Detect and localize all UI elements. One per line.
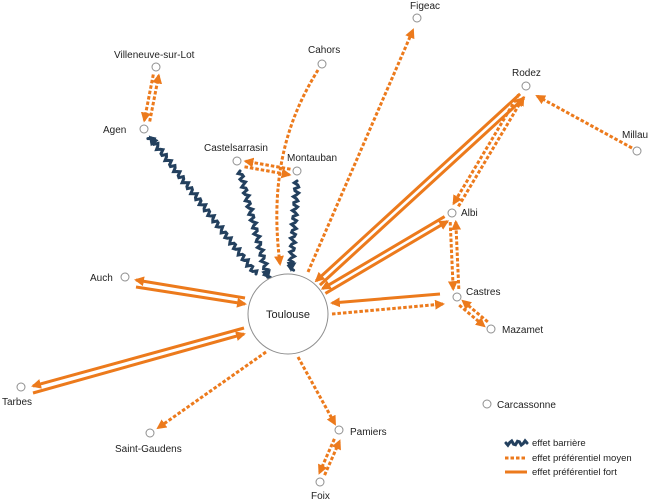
- link-rodez-albi-out: [452, 93, 520, 206]
- city-marker: [452, 292, 462, 302]
- city-marker: [145, 428, 155, 438]
- link-barrier-castelsarrasin-toulouse: [235, 169, 272, 279]
- city-label: Tarbes: [2, 397, 32, 408]
- link-tarbes-toulouse: [32, 331, 246, 395]
- city-label: Auch: [90, 273, 113, 284]
- city-marker: [486, 324, 496, 334]
- link-albi-toulouse-back: [324, 220, 450, 295]
- city-marker: [317, 59, 327, 69]
- city-label: Albi: [461, 208, 478, 219]
- legend-label: effet barrière: [532, 438, 586, 449]
- city-marker: [315, 477, 325, 487]
- link-toulouse-pamiers: [296, 356, 337, 426]
- city-label: Agen: [103, 125, 126, 136]
- city-node-pamiers: Pamiers: [334, 425, 387, 438]
- city-marker: [139, 124, 149, 134]
- link-castelsarrasin-montauban-out: [244, 165, 292, 179]
- link-toulouse-auch: [134, 276, 246, 300]
- city-node-saint-gaudens: Saint-Gaudens: [115, 428, 182, 455]
- city-node-tarbes: Tarbes: [2, 382, 32, 408]
- link-castres-mazamet-out: [458, 303, 486, 328]
- city-node-castelsarrasin: Castelsarrasin: [204, 143, 268, 166]
- link-pamiers-foix-back: [323, 439, 341, 476]
- city-marker: [632, 146, 642, 156]
- link-toulouse-saint-gaudens: [156, 350, 267, 430]
- legend-label: effet préférentiel moyen: [532, 453, 632, 464]
- city-node-auch: Auch: [90, 272, 130, 284]
- link-castres-mazamet-back: [461, 299, 489, 324]
- city-node-rodez: Rodez: [512, 68, 541, 91]
- city-label: Montauban: [287, 153, 337, 164]
- city-marker: [292, 166, 302, 176]
- center-node-circle: [247, 273, 329, 355]
- city-label: Saint-Gaudens: [115, 444, 182, 455]
- legend-item-strong: effet préférentiel fort: [505, 467, 617, 478]
- flow-links: [31, 28, 633, 476]
- city-node-figeac: Figeac: [410, 1, 440, 23]
- link-villeneuve-agen-out: [140, 74, 155, 123]
- link-barrier-montauban-toulouse: [286, 179, 302, 272]
- city-node-albi: Albi: [447, 208, 478, 219]
- link-rodez-albi-back: [457, 95, 525, 208]
- center-node: Toulouse: [247, 273, 329, 355]
- city-label: Pamiers: [350, 427, 387, 438]
- legend: effet barrière effet préférentiel moyen …: [504, 438, 632, 478]
- city-marker: [232, 156, 242, 166]
- link-barrier-castelsarrasin-toulouse-head: [261, 269, 271, 280]
- city-marker: [151, 62, 161, 72]
- center-node-label: Toulouse: [266, 309, 310, 321]
- link-barrier-toulouse-agen-head: [148, 135, 159, 147]
- legend-label: effet préférentiel fort: [532, 467, 617, 478]
- city-marker: [120, 272, 130, 282]
- city-node-cahors: Cahors: [308, 45, 340, 69]
- link-castres-toulouse: [330, 292, 441, 308]
- city-label: Rodez: [512, 68, 541, 79]
- city-label: Foix: [311, 491, 330, 502]
- city-marker: [334, 425, 344, 435]
- link-millau-rodez: [535, 94, 633, 150]
- link-auch-toulouse: [135, 285, 247, 308]
- link-albi-castres-out: [447, 222, 458, 292]
- city-node-millau: Millau: [622, 130, 648, 156]
- city-label: Castelsarrasin: [204, 143, 268, 154]
- legend-item-medium: effet préférentiel moyen: [505, 453, 632, 464]
- city-marker: [521, 81, 531, 91]
- city-node-mazamet: Mazamet: [486, 324, 543, 336]
- link-albi-castres-back: [451, 219, 462, 289]
- link-cahors-toulouse: [274, 69, 320, 266]
- link-albi-toulouse-out: [320, 215, 446, 290]
- city-label: Mazamet: [502, 325, 543, 336]
- city-label: Carcassonne: [497, 400, 556, 411]
- city-node-villeneuve: Villeneuve-sur-Lot: [114, 50, 195, 72]
- city-marker: [16, 382, 26, 392]
- link-barrier-toulouse-agen: [146, 136, 259, 276]
- link-rodez-toulouse-back: [318, 96, 526, 287]
- city-node-montauban: Montauban: [287, 153, 337, 176]
- link-villeneuve-agen-back: [148, 73, 163, 122]
- link-toulouse-tarbes: [31, 326, 245, 389]
- city-marker: [447, 208, 457, 218]
- city-label: Millau: [622, 130, 648, 141]
- link-toulouse-castres: [331, 299, 445, 316]
- city-marker: [412, 13, 422, 23]
- city-label: Villeneuve-sur-Lot: [114, 50, 195, 61]
- city-label: Castres: [466, 287, 500, 298]
- legend-item-barrier: effet barrière: [504, 438, 586, 449]
- city-node-castres: Castres: [452, 287, 500, 302]
- city-marker: [482, 399, 492, 409]
- city-node-foix: Foix: [311, 477, 330, 502]
- city-label: Cahors: [308, 45, 340, 56]
- city-node-carcassonne: Carcassonne: [482, 399, 556, 411]
- link-rodez-toulouse-out: [314, 92, 522, 283]
- legend-swatch-barrier: [504, 438, 529, 448]
- link-castelsarrasin-montauban-back: [243, 157, 291, 171]
- city-label: Figeac: [410, 1, 440, 12]
- city-node-agen: Agen: [103, 124, 149, 136]
